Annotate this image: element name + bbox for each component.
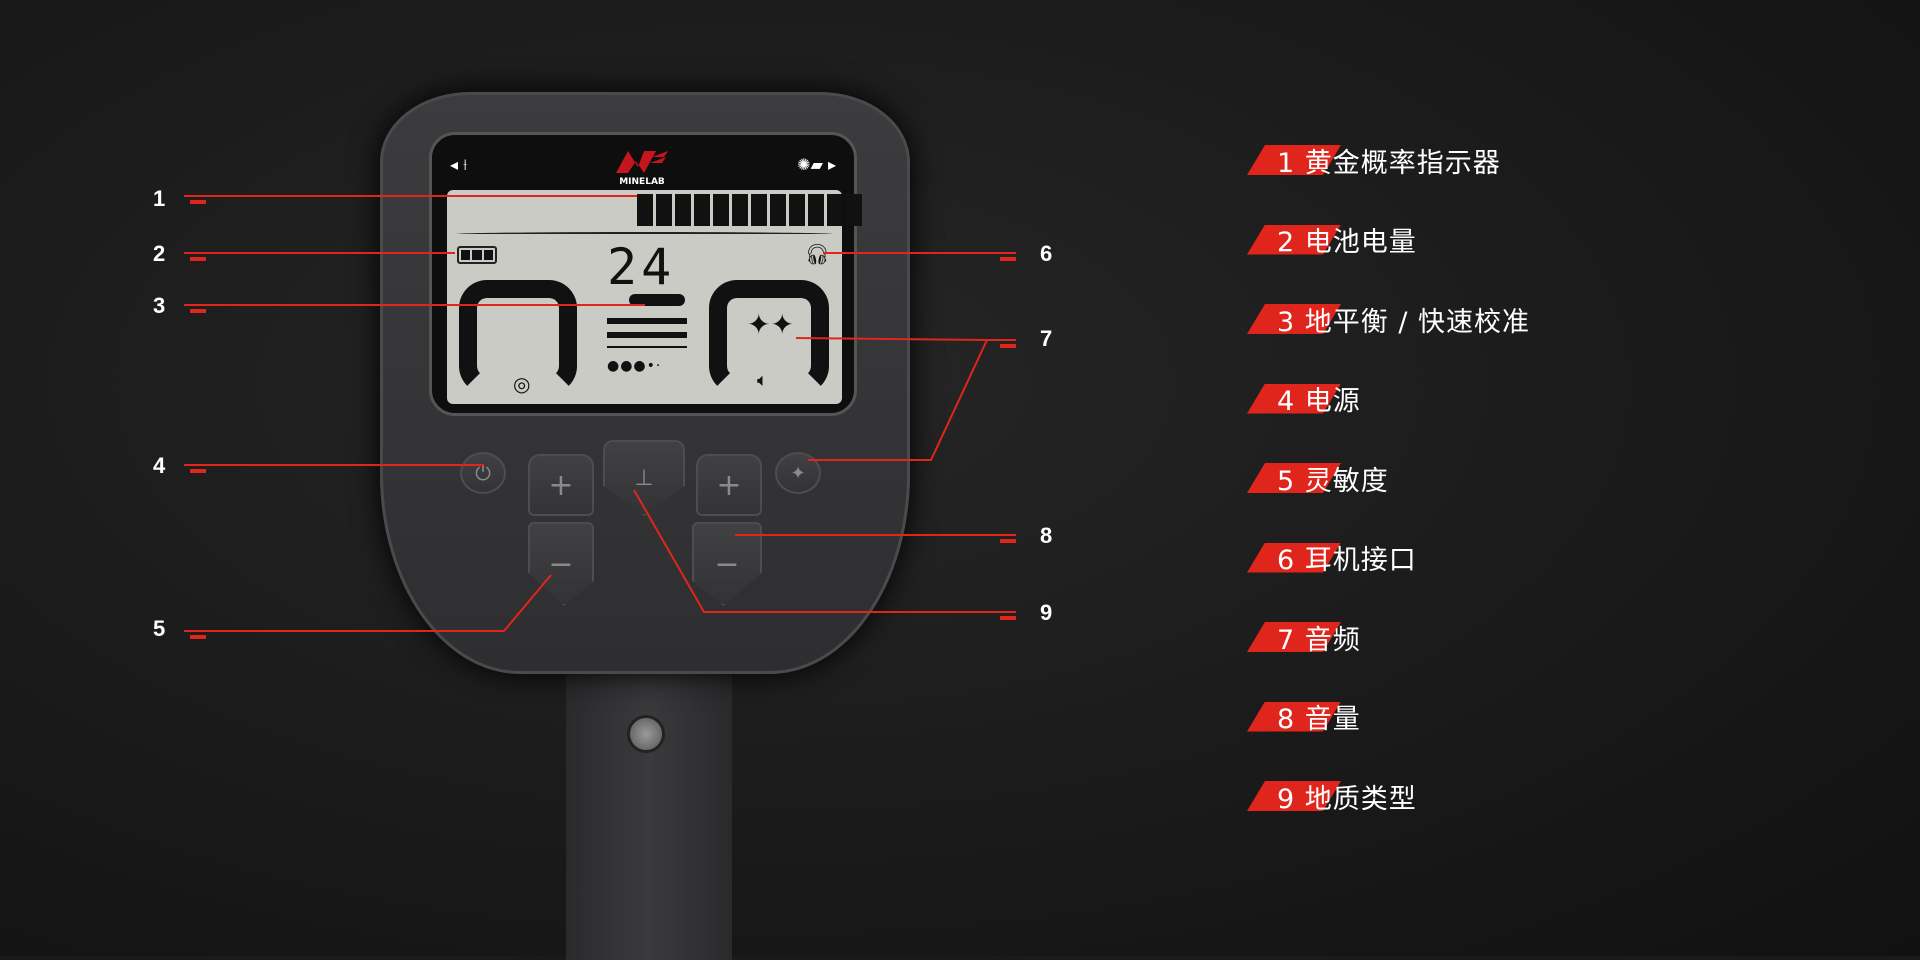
legend-item: 8 音量 (1247, 702, 1360, 735)
gold-chance-segment (732, 194, 748, 226)
gold-chance-indicator (637, 194, 862, 226)
minelab-logo: MINELAB (602, 149, 682, 187)
gold-chance-segment (637, 194, 653, 226)
legend-label: 6 耳机接口 (1277, 545, 1417, 576)
callout-number-3: 3 (153, 293, 166, 318)
callout-number-5: 5 (153, 616, 166, 641)
legend-label: 3 地平衡 / 快速校准 (1277, 306, 1531, 338)
callout-number-6: 6 (1040, 241, 1053, 266)
power-button[interactable]: ⏻ (460, 452, 506, 494)
legend-item: 7 音频 (1247, 622, 1360, 656)
legend-tag (1247, 622, 1341, 652)
detector-handle (566, 640, 732, 960)
legend-item: 3 地平衡 / 快速校准 (1247, 304, 1529, 338)
legend-item: 4 电源 (1247, 384, 1360, 417)
legend-tag (1247, 543, 1341, 573)
divider-arc (457, 232, 832, 236)
speaker-icon: 🔈︎ (757, 370, 768, 391)
legend-tag (1247, 463, 1341, 493)
callout-number-7: 7 (1040, 326, 1053, 351)
legend-label: 7 音频 (1277, 624, 1361, 656)
gold-chance-segment (675, 194, 691, 226)
legend-label: 9 地质类型 (1277, 783, 1417, 815)
sensitivity-knob-icon: ◎ (513, 372, 531, 396)
legend-item: 2 电池电量 (1247, 225, 1416, 258)
callout-number-1: 1 (153, 186, 166, 211)
legend-label: 4 电源 (1277, 386, 1361, 417)
legend-item: 9 地质类型 (1247, 781, 1416, 815)
legend-item: 6 耳机接口 (1247, 543, 1416, 576)
legend-tag (1247, 384, 1341, 414)
callout-line-7 (795, 337, 1016, 461)
gold-chance-segment (656, 194, 672, 226)
sparkle-icon: ✦✦ (747, 308, 794, 341)
legend-label: 8 音量 (1277, 704, 1361, 735)
gold-chance-segment (770, 194, 786, 226)
handle-screw (627, 715, 665, 753)
callout-number-8: 8 (1040, 523, 1053, 548)
legend-label: 2 电池电量 (1277, 227, 1417, 258)
gold-chance-segment (827, 194, 843, 226)
callout-number-2: 2 (153, 241, 166, 266)
legend-tag (1247, 145, 1341, 175)
gold-chance-segment (789, 194, 805, 226)
legend-label: 1 黄金概率指示器 (1277, 147, 1501, 179)
legend-tag (1247, 702, 1341, 732)
callout-line-9 (633, 489, 1016, 613)
ground-pattern (607, 318, 687, 348)
volume-plus-button[interactable]: + (696, 454, 762, 516)
legend-tag (1247, 304, 1341, 334)
gold-chance-segment (808, 194, 824, 226)
callout-line-5 (184, 574, 552, 632)
sensitivity-plus-button[interactable]: + (528, 454, 594, 516)
gold-chance-segment (713, 194, 729, 226)
legend-tag (1247, 225, 1341, 255)
nail-icon: ◂ ⟊ (450, 155, 468, 174)
callout-number-4: 4 (153, 453, 166, 478)
battery-icon (457, 246, 497, 264)
audio-meter (709, 280, 829, 394)
sensitivity-meter (459, 280, 577, 394)
target-size-dots: ●●●•· (607, 358, 662, 374)
lcd-display: 24 🎧︎ ◎ ●●●•· ✦✦ 🔈︎ (447, 190, 862, 404)
depth-reading: 24 (607, 238, 676, 296)
gold-chance-segment (751, 194, 767, 226)
legend-tag (1247, 781, 1341, 811)
gold-chance-segment (846, 194, 862, 226)
legend-item: 1 黄金概率指示器 (1247, 145, 1500, 179)
gold-bar-icon: ✺▰ ▸ (797, 155, 836, 174)
callout-number-9: 9 (1040, 600, 1053, 625)
legend-item: 5 灵敏度 (1247, 463, 1388, 497)
gold-chance-segment (694, 194, 710, 226)
coil-icon (629, 294, 685, 306)
legend-label: 5 灵敏度 (1277, 465, 1389, 497)
